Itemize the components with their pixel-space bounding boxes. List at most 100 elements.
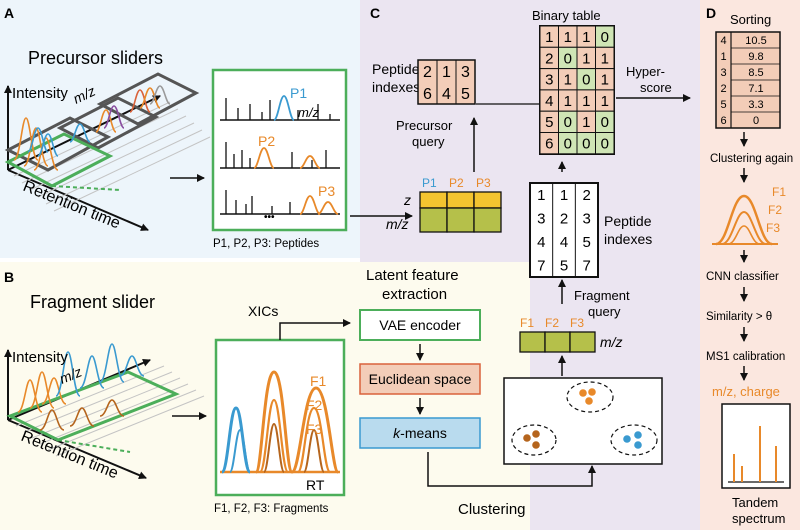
fragment-col-f1: F1 bbox=[520, 316, 534, 330]
peptide-label-p2: P2 bbox=[258, 133, 275, 149]
fragment-index-text: 3 bbox=[583, 211, 591, 228]
spectrum-ellipsis: ••• bbox=[264, 212, 275, 223]
sorting-index-text: 5 bbox=[720, 99, 726, 111]
precursor-mz-label: m/z bbox=[386, 216, 409, 232]
sorting-score-text: 3.3 bbox=[748, 99, 763, 111]
fragment-index-text: 7 bbox=[583, 258, 591, 275]
binary-bit-cell bbox=[595, 132, 615, 155]
sorting-index-text: 1 bbox=[720, 51, 726, 63]
panel-b-label: B bbox=[4, 269, 14, 285]
tandem-spectrum-box bbox=[721, 403, 791, 489]
sorting-index-text: 3 bbox=[720, 67, 726, 79]
fragment-col-f3: F3 bbox=[570, 316, 584, 330]
binary-index-text: 1 bbox=[545, 29, 553, 46]
fragment-label-f3: F3 bbox=[306, 421, 323, 437]
binary-bit-text: 0 bbox=[564, 114, 572, 131]
binary-bit-text: 1 bbox=[601, 72, 609, 89]
binary-index-text: 5 bbox=[545, 114, 553, 131]
peptide-index-text: 6 bbox=[423, 86, 432, 103]
sorting-score-text: 9.8 bbox=[748, 51, 763, 63]
fragment-index-text: 2 bbox=[583, 187, 591, 204]
fragment-index-text: 3 bbox=[537, 211, 545, 228]
precursor-feature-table: P1 P2 P3 z m/z bbox=[386, 176, 502, 233]
tandem-line2: spectrum bbox=[732, 511, 785, 526]
tandem-line1: Tandem bbox=[732, 495, 778, 510]
kmeans-label: k-means bbox=[393, 425, 447, 441]
cluster-label-f1: F1 bbox=[772, 185, 786, 199]
panel-a-axis-intensity: Intensity bbox=[12, 85, 68, 102]
hyperscore-line1: Hyper- bbox=[626, 64, 665, 79]
fragment-indexes-label-line1: Peptide bbox=[604, 213, 652, 229]
cluster-label-f2: F2 bbox=[768, 203, 782, 217]
binary-bit-text: 1 bbox=[582, 29, 590, 46]
binary-bit-text: 1 bbox=[564, 93, 572, 110]
spectrum-mz-label: m/z bbox=[298, 105, 319, 120]
precursor-z-label: z bbox=[403, 192, 411, 208]
binary-index-text: 4 bbox=[545, 93, 553, 110]
arrow-kmeans-to-clusters bbox=[427, 452, 596, 487]
sorting-index-text: 6 bbox=[720, 115, 726, 127]
binary-bit-text: 0 bbox=[582, 72, 590, 89]
panel-b-axis-mz: m/z bbox=[57, 363, 84, 386]
cluster-box bbox=[503, 377, 663, 465]
binary-bit-text: 0 bbox=[564, 50, 572, 67]
vae-encoder-box bbox=[359, 309, 481, 341]
panel-a-title: Precursor sliders bbox=[28, 48, 163, 68]
peptide-index-text: 1 bbox=[442, 64, 451, 81]
clustering-again: Clustering again bbox=[710, 153, 793, 165]
kmeans-label-rest: -means bbox=[400, 425, 447, 441]
kmeans-box bbox=[359, 417, 481, 449]
precursor-query-line2: query bbox=[412, 134, 445, 149]
binary-bit-text: 1 bbox=[582, 114, 590, 131]
peptide-spectra-box: P1 m/z P2 P3 ••• bbox=[211, 68, 348, 232]
fragment-index-text: 4 bbox=[560, 234, 568, 251]
fragment-index-text: 4 bbox=[537, 234, 545, 251]
binary-bit-text: 1 bbox=[582, 93, 590, 110]
precursor-query-line1: Precursor bbox=[396, 118, 453, 133]
fragment-col-f2: F2 bbox=[545, 316, 559, 330]
xic-rt-label: RT bbox=[306, 477, 325, 493]
binary-table-title: Binary table bbox=[532, 8, 601, 23]
fragment-mz-label: m/z bbox=[600, 334, 623, 350]
ms1-calibration: MS1 calibration bbox=[706, 351, 785, 363]
binary-bit-text: 1 bbox=[601, 93, 609, 110]
binary-bit-text: 0 bbox=[601, 29, 609, 46]
binary-bit-text: 0 bbox=[601, 135, 609, 152]
fragment-indexes-label-line2: indexes bbox=[604, 231, 652, 247]
binary-bit-text: 1 bbox=[564, 29, 572, 46]
vae-encoder-label: VAE encoder bbox=[379, 317, 461, 333]
cluster-label-f3: F3 bbox=[766, 221, 780, 235]
sorting-score-text: 10.5 bbox=[745, 35, 766, 47]
binary-bit-text: 0 bbox=[582, 135, 590, 152]
fragment-label-f2: F2 bbox=[306, 397, 323, 413]
fragment-feature-table: F1 F2 F3 m/z bbox=[519, 316, 623, 353]
peptide-index-text: 4 bbox=[442, 86, 451, 103]
clustered-peaks: F1 F2 F3 bbox=[712, 185, 786, 246]
precursor-col-p2: P2 bbox=[449, 176, 464, 190]
fragment-query-line1: Fragment bbox=[574, 288, 630, 303]
fragment-index-text: 2 bbox=[560, 211, 568, 228]
fragment-index-text: 1 bbox=[537, 187, 545, 204]
peptide-index-text: 5 bbox=[461, 86, 470, 103]
panel-b-axis-intensity: Intensity bbox=[12, 349, 68, 366]
precursor-col-p3: P3 bbox=[476, 176, 491, 190]
sorting-score-text: 8.5 bbox=[748, 67, 763, 79]
similarity-threshold: Similarity > θ bbox=[706, 311, 772, 323]
latent-title-line1: Latent feature bbox=[366, 267, 459, 284]
panel-a-caption: P1, P2, P3: Peptides bbox=[213, 238, 319, 250]
sorting-score-text: 7.1 bbox=[748, 83, 763, 95]
latent-title-line2: extraction bbox=[382, 286, 447, 303]
binary-index-text: 6 bbox=[545, 135, 553, 152]
binary-bit-text: 1 bbox=[601, 50, 609, 67]
clustering-label: Clustering bbox=[458, 501, 526, 518]
peptide-label-p3: P3 bbox=[318, 183, 335, 199]
sorting-index-text: 2 bbox=[720, 83, 726, 95]
fragment-index-text: 1 bbox=[560, 187, 568, 204]
cnn-classifier: CNN classifier bbox=[706, 271, 779, 283]
sorting-score-text: 0 bbox=[753, 115, 759, 127]
binary-bit-text: 0 bbox=[564, 135, 572, 152]
